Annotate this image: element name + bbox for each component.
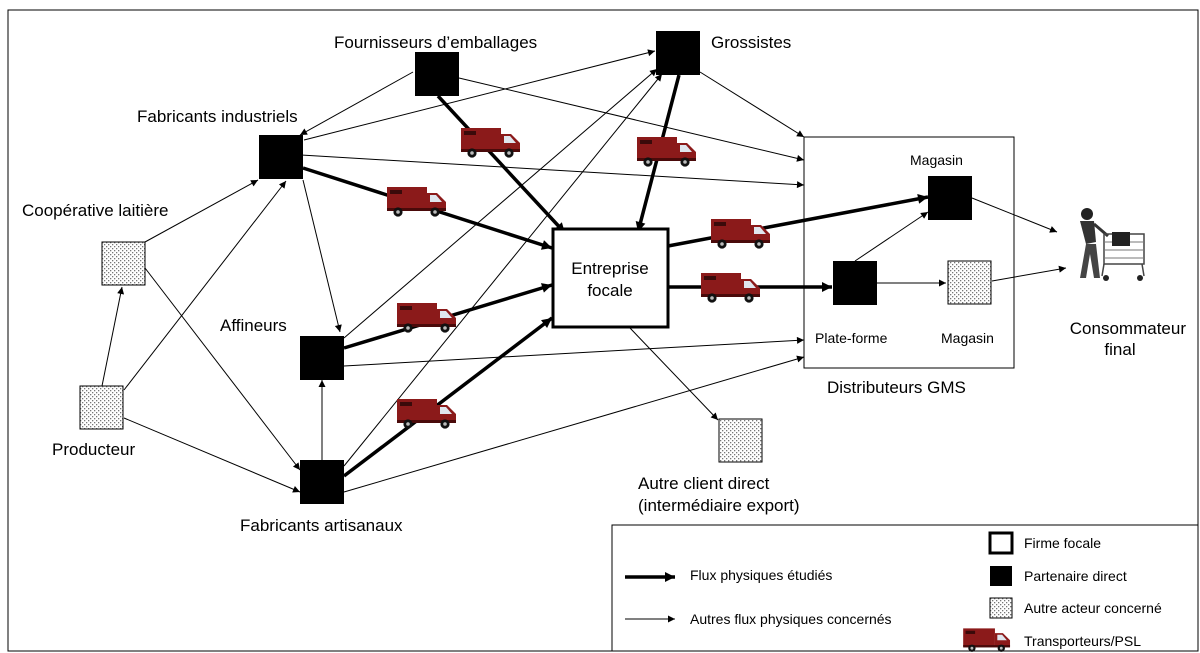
arrow-fabricants-artisanaux-to-distributeurs: [343, 355, 805, 493]
label-grossistes: Grossistes: [711, 33, 791, 52]
arrow-fabricants-industriels-to-grossistes: [303, 49, 656, 141]
arrow-affineurs-to-distributeurs: [343, 336, 805, 367]
arrow-fabricants-industriels-to-affineurs: [302, 179, 342, 333]
label-autre-client-2: (intermédiaire export): [638, 496, 800, 515]
diagram-frame: [7, 9, 1199, 652]
legend-flux-etudies: Flux physiques étudiés: [690, 567, 832, 583]
direct-partners: [259, 31, 972, 504]
node-fabricants-artisanaux: [300, 460, 344, 504]
truck-icon: [701, 273, 760, 303]
other-flows: [101, 49, 1067, 493]
arrow-producteur-to-fabricants-artisanaux: [123, 417, 301, 493]
label-cooperative: Coopérative laitière: [22, 201, 168, 220]
legend: Flux physiques étudiés Autres flux physi…: [611, 524, 1199, 652]
node-affineurs: [300, 336, 344, 380]
entreprise-label-1: Entreprise: [571, 259, 648, 278]
truck-icon: [397, 399, 456, 429]
label-affineurs: Affineurs: [220, 316, 287, 335]
arrow-fabricants-industriels-to-distributeurs: [300, 154, 805, 189]
label-consommateur-1: Consommateur: [1070, 319, 1187, 338]
legend-partenaire: Partenaire direct: [1024, 568, 1127, 584]
thick-arrow-fabricants-artisanaux-to-entreprise: [342, 316, 554, 478]
node-producteur: [79, 385, 124, 430]
label-fournisseurs: Fournisseurs d’emballages: [334, 33, 537, 52]
thick-arrow-fournisseurs-to-entreprise: [436, 94, 567, 235]
label-consommateur-2: final: [1104, 340, 1135, 359]
truck-icon: [397, 303, 456, 333]
node-fournisseurs: [415, 52, 459, 96]
label-fabricants-artisanaux: Fabricants artisanaux: [240, 516, 403, 535]
legend-transporteurs: Transporteurs/PSL: [1024, 633, 1141, 649]
arrow-plateforme-to-magasin: [854, 211, 929, 262]
legend-focal-square: [988, 531, 1014, 555]
arrow-affineurs-to-grossistes: [343, 68, 658, 339]
arrow-cooperative-to-fabricants-artisanaux: [144, 267, 301, 471]
legend-partner-square: [990, 566, 1012, 586]
arrow-magasin-to-consommateur: [971, 197, 1058, 233]
arrow-grossistes-to-distributeurs: [699, 71, 805, 138]
arrow-cooperative-to-fabricants-industriels: [144, 179, 259, 243]
label-distributeurs: Distributeurs GMS: [827, 378, 966, 397]
node-labels: Fournisseurs d’emballages Grossistes Fab…: [22, 33, 1186, 535]
shopping-cart-consumer-icon: [1080, 208, 1145, 281]
label-autre-client-1: Autre client direct: [638, 474, 770, 493]
node-entreprise-focale: [551, 227, 670, 329]
node-fabricants-industriels: [259, 135, 303, 179]
node-autre-client: [718, 418, 763, 463]
truck-icon: [637, 137, 696, 167]
arrow-entreprise-to-autre-client: [629, 327, 719, 421]
legend-box: [611, 524, 1199, 652]
node-magasin: [928, 176, 972, 220]
node-grossistes: [656, 31, 700, 75]
truck-icon: [711, 219, 770, 249]
node-plate-forme: [833, 261, 877, 305]
label-magasin-top: Magasin: [910, 152, 963, 168]
label-producteur: Producteur: [52, 440, 135, 459]
label-plate-forme: Plate-forme: [815, 330, 888, 346]
node-cooperative: [101, 241, 146, 286]
legend-firme-focale: Firme focale: [1024, 535, 1101, 551]
arrow-producteur-to-cooperative: [101, 286, 125, 387]
label-magasin-bottom: Magasin: [941, 330, 994, 346]
label-fabricants-industriels: Fabricants industriels: [137, 107, 298, 126]
arrow-fournisseurs-to-fabricants-industriels: [299, 71, 414, 136]
distributeurs-gms-box: [803, 136, 1015, 369]
truck-icon: [387, 187, 446, 217]
legend-autres-flux: Autres flux physiques concernés: [690, 611, 892, 627]
gms-labels: Magasin Plate-forme Magasin: [815, 152, 994, 346]
arrow-producteur-to-fabricants-industriels: [123, 180, 287, 391]
arrow-magasin-bottom-to-consommateur: [991, 265, 1067, 282]
node-magasin-bottom: [947, 260, 992, 305]
legend-autre-acteur: Autre acteur concerné: [1024, 600, 1162, 616]
other-actors: [79, 241, 992, 463]
legend-other-square: [989, 597, 1013, 619]
arrow-fournisseurs-to-distributeurs: [458, 77, 805, 162]
entreprise-label-2: focale: [587, 281, 632, 300]
